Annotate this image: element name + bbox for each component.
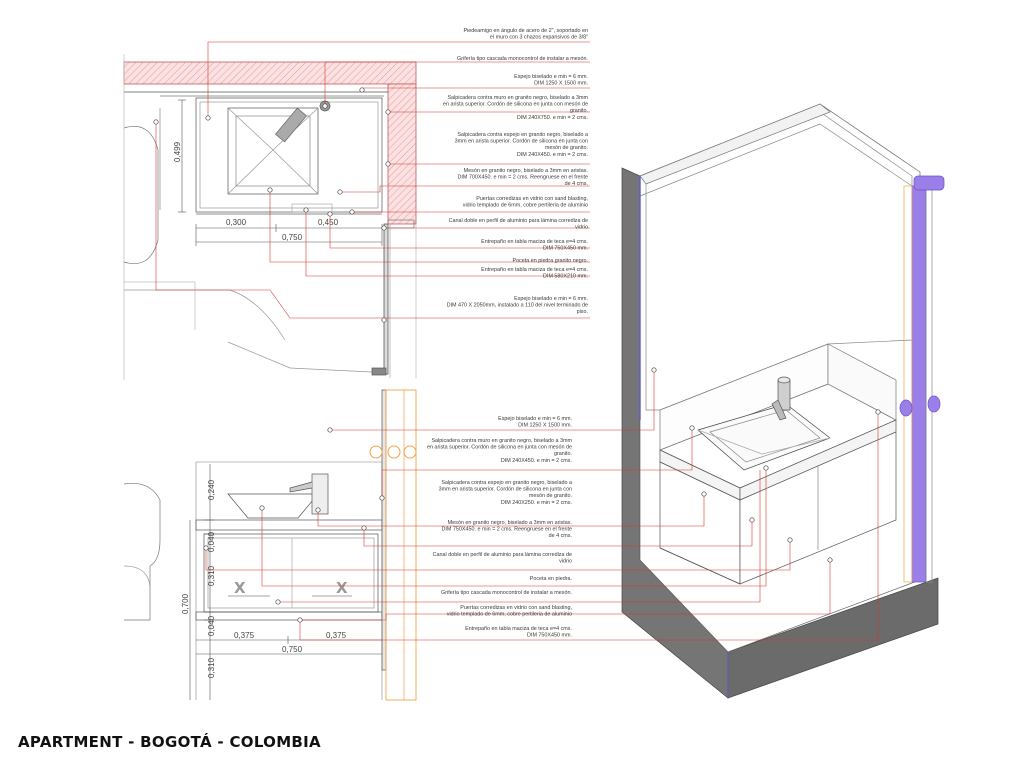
elevation-notes: Espejo biselado e min = 6 mm.DIM 1250 X … [427,416,573,639]
plan-note-3: Espejo biselado e min = 6 mm.DIM 1250 X … [514,74,588,87]
elevation-dim-0700: 0,700 [181,593,190,614]
elevation-dim-0040b: 0,040 [207,615,216,636]
elevation-note-3: Salpicadera contra espejo en granito neg… [439,480,572,506]
elevation-note-1: Espejo biselado e min = 6 mm.DIM 1250 X … [498,416,572,429]
plan-counter [195,97,383,213]
plan-note-12: Espejo biselado e min = 6 mm.DIM 470 X 2… [447,296,588,315]
elevation-note-7: Grifería tipo cascada monocontrol de ins… [441,590,572,596]
elevation-note-9: Entrepaño en tabla maciza de teca e=4 cm… [465,626,572,639]
elevation-note-4: Mesón en granito negro, biselado a 3mm e… [442,520,573,539]
plan-dim-0499: 0,499 [173,141,182,162]
plan-note-10: Poceta en piedra granito negro. [512,258,588,264]
plan-note-5: Salpicadera contra espejo en granito neg… [455,132,588,158]
plan-note-1: Piedeamigo en ángulo de acero de 2", sop… [464,28,589,41]
plan-note-9: Entrepaño en tabla maciza de teca e=4 cm… [481,239,588,252]
plan-dim-0300: 0,300 [226,218,247,227]
plan-right-wall [387,83,417,225]
elevation-toilet [123,483,161,621]
plan-note-8: Canal doble en perfil de aluminio para l… [449,218,588,231]
plan-note-6: Mesón en granito negro, biselado a 3mm e… [458,168,589,187]
plan-dimensions [178,99,383,246]
elevation-dim-0310b: 0,310 [207,657,216,678]
elevation-dim-0240: 0,240 [207,479,216,500]
elevation-dim-0040: 0,040 [207,531,216,552]
plan-view [123,54,417,380]
iso-faucet [771,376,791,421]
elevation-x-mark-right: X [336,579,348,597]
plan-dim-0450: 0,450 [318,218,339,227]
elevation-faucet [289,473,329,515]
leader-dots [153,87,881,623]
elevation-dimensions [189,464,382,700]
plan-note-2: Grifería tipo cascada monocontrol de ins… [457,56,588,62]
elevation-door-frame [385,389,417,701]
plan-door-swing [124,289,286,341]
plan-top-wall [123,61,417,85]
elevation-note-2: Salpicadera contra muro en granito negro… [427,438,573,464]
elevation-dim-0375-left: 0,375 [234,631,255,640]
elevation-note-6: Poceta en piedra. [530,576,572,582]
iso-glass-door-frame [911,185,927,583]
plan-sink [227,107,319,195]
plan-note-4: Salpicadera contra muro en granito negro… [443,95,589,121]
isometric-view [621,103,945,699]
elevation-shelf [195,611,383,621]
elevation-door-handle [369,445,417,459]
elevation-dim-0310: 0,310 [207,565,216,586]
plan-toilet [123,126,159,264]
front-elevation [123,389,417,701]
elevation-x-mark-left: X [234,579,246,597]
elevation-note-5: Canal doble en perfil de aluminio para l… [433,552,572,565]
elevation-note-8: Puertas corredizas en vidrio con sand bl… [447,605,573,618]
plan-faucet [274,100,331,143]
elevation-dim-0750: 0,750 [282,645,303,654]
elevation-cabinet [203,533,379,613]
plan-dim-0750: 0,750 [282,233,303,242]
plan-glass-door-channel [383,223,389,375]
iso-door-handle [899,395,941,417]
elevation-sink [227,493,319,519]
plan-notes: Piedeamigo en ángulo de acero de 2", sop… [443,28,589,315]
elevation-mirror-strip [381,389,387,671]
elevation-dim-0375-right: 0,375 [326,631,347,640]
plan-note-11: Entrepaño en tabla maciza de teca e=4 cm… [481,267,588,280]
plan-note-7: Puertas corredizas en vidrio con sand bl… [463,196,589,209]
elevation-counter-top [195,519,383,531]
project-title: APARTMENT - BOGOTÁ - COLOMBIA [18,733,321,751]
